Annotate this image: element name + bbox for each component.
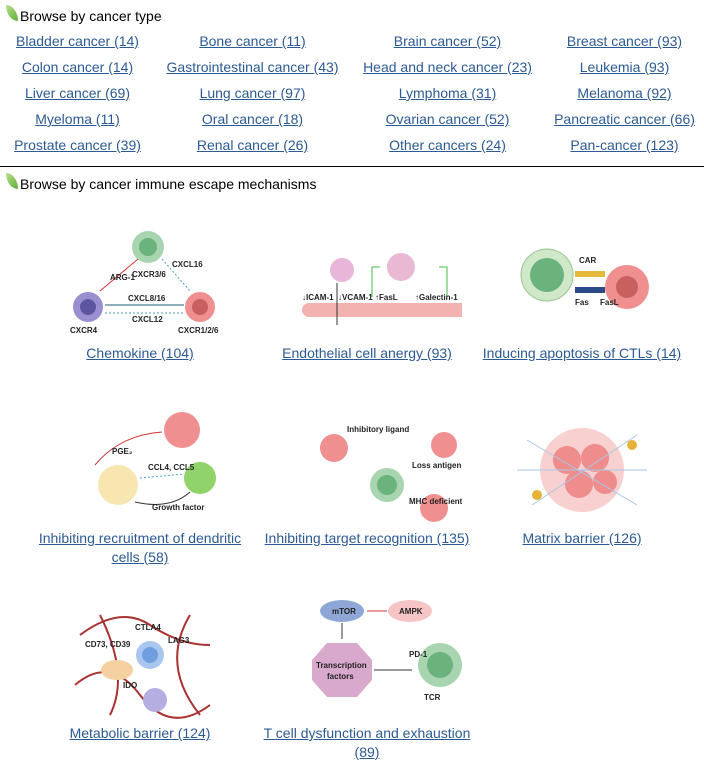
cancer-type-link[interactable]: Renal cancer (26) — [196, 137, 309, 153]
svg-text:Growth factor: Growth factor — [152, 503, 204, 512]
svg-text:↑Galectin-1: ↑Galectin-1 — [415, 293, 458, 302]
mechanism-link[interactable]: Endothelial cell anergy (93) — [282, 345, 452, 361]
cancer-type-link[interactable]: Oral cancer (18) — [201, 111, 304, 127]
svg-text:CXCL12: CXCL12 — [132, 315, 163, 324]
svg-text:FasL: FasL — [600, 298, 619, 307]
mechanism-endothelial[interactable]: ↓ICAM-1 ↓VCAM-1 ↑FasL ↑Galectin-1 Endothel… — [252, 225, 482, 363]
svg-text:PGE₂: PGE₂ — [112, 447, 133, 456]
cancer-type-link[interactable]: Melanoma (92) — [577, 85, 672, 101]
cancer-type-link[interactable]: Pan-cancer (123) — [570, 137, 679, 153]
svg-text:IDO: IDO — [123, 681, 137, 690]
cancer-type-link[interactable]: Bone cancer (11) — [199, 33, 306, 49]
cancer-type-grid: Bladder cancer (14) Bone cancer (11) Brain… — [0, 32, 704, 155]
svg-text:CXCR1/2/6: CXCR1/2/6 — [178, 326, 219, 335]
mechanisms-header: Browse by cancer immune escape mechanism… — [6, 173, 316, 192]
matrix-figure — [517, 428, 647, 512]
svg-text:PD-1: PD-1 — [409, 650, 428, 659]
cancer-type-link[interactable]: Gastrointestinal cancer (43) — [166, 59, 339, 75]
leaf-icon — [6, 5, 18, 21]
cancer-type-link[interactable]: Bladder cancer (14) — [16, 33, 139, 49]
svg-text:↓ICAM-1: ↓ICAM-1 — [302, 293, 334, 302]
mechanism-link[interactable]: Metabolic barrier (124) — [69, 725, 211, 741]
svg-text:CCL4, CCL5: CCL4, CCL5 — [148, 463, 195, 472]
cancer-type-link[interactable]: Leukemia (93) — [579, 59, 670, 75]
svg-text:↓VCAM-1: ↓VCAM-1 — [338, 293, 373, 302]
svg-text:Transcription: Transcription — [316, 661, 367, 670]
endothelial-figure: ↓ICAM-1 ↓VCAM-1 ↑FasL ↑Galectin-1 — [302, 253, 462, 325]
svg-text:LAG3: LAG3 — [168, 636, 190, 645]
svg-text:CXCL16: CXCL16 — [172, 260, 203, 269]
svg-text:mTOR: mTOR — [332, 607, 356, 616]
svg-text:AMPK: AMPK — [399, 607, 423, 616]
cancer-type-link[interactable]: Other cancers (24) — [389, 137, 506, 153]
mechanism-apoptosis[interactable]: CAR Fas FasL Inducing apoptosis of CTLs (1… — [467, 225, 697, 363]
svg-text:TCR: TCR — [424, 693, 441, 702]
svg-text:CXCR3/6: CXCR3/6 — [132, 270, 166, 279]
svg-text:factors: factors — [327, 672, 354, 681]
divider — [0, 166, 704, 167]
cancer-type-link[interactable]: Brain cancer (52) — [393, 33, 502, 49]
mechanism-link[interactable]: Matrix barrier (126) — [522, 530, 642, 546]
cancer-type-link[interactable]: Liver cancer (69) — [24, 85, 131, 101]
svg-text:CD73, CD39: CD73, CD39 — [85, 640, 131, 649]
svg-text:CTLA4: CTLA4 — [135, 623, 161, 632]
svg-text:MHC deficient: MHC deficient — [409, 497, 462, 506]
svg-text:↑FasL: ↑FasL — [375, 293, 398, 302]
apoptosis-figure: CAR Fas FasL — [520, 248, 649, 309]
svg-text:ARG-1: ARG-1 — [110, 273, 135, 282]
cancer-type-link[interactable]: Lymphoma (31) — [398, 85, 497, 101]
svg-text:CXCL8/16: CXCL8/16 — [128, 294, 166, 303]
cancer-type-link[interactable]: Lung cancer (97) — [199, 85, 306, 101]
svg-text:CAR: CAR — [579, 256, 597, 265]
cancer-type-link[interactable]: Pancreatic cancer (66) — [554, 111, 695, 127]
mechanism-link[interactable]: Chemokine (104) — [86, 345, 194, 361]
mechanism-link[interactable]: Inhibiting recruitment of dendritic cell… — [38, 530, 242, 565]
leaf-icon — [6, 173, 18, 189]
svg-text:Fas: Fas — [575, 298, 589, 307]
mechanism-link[interactable]: T cell dysfunction and exhaustion (89) — [263, 725, 471, 760]
svg-text:CXCR4: CXCR4 — [70, 326, 98, 335]
cancer-type-link[interactable]: Head and neck cancer (23) — [363, 59, 532, 75]
cancer-type-header: Browse by cancer type — [6, 5, 162, 24]
mechanism-link[interactable]: Inducing apoptosis of CTLs (14) — [482, 345, 682, 361]
mechanism-matrix[interactable]: Matrix barrier (126) — [467, 410, 697, 548]
mechanism-link[interactable]: Inhibiting target recognition (135) — [264, 530, 470, 546]
cancer-type-link[interactable]: Ovarian cancer (52) — [385, 111, 510, 127]
cancer-type-link[interactable]: Breast cancer (93) — [566, 33, 683, 49]
cancer-type-link[interactable]: Prostate cancer (39) — [14, 137, 141, 153]
cancer-type-link[interactable]: Myeloma (11) — [35, 111, 120, 127]
svg-text:Inhibitory ligand: Inhibitory ligand — [347, 425, 409, 434]
cancer-type-link[interactable]: Colon cancer (14) — [21, 59, 134, 75]
svg-text:Loss antigen: Loss antigen — [412, 461, 461, 470]
